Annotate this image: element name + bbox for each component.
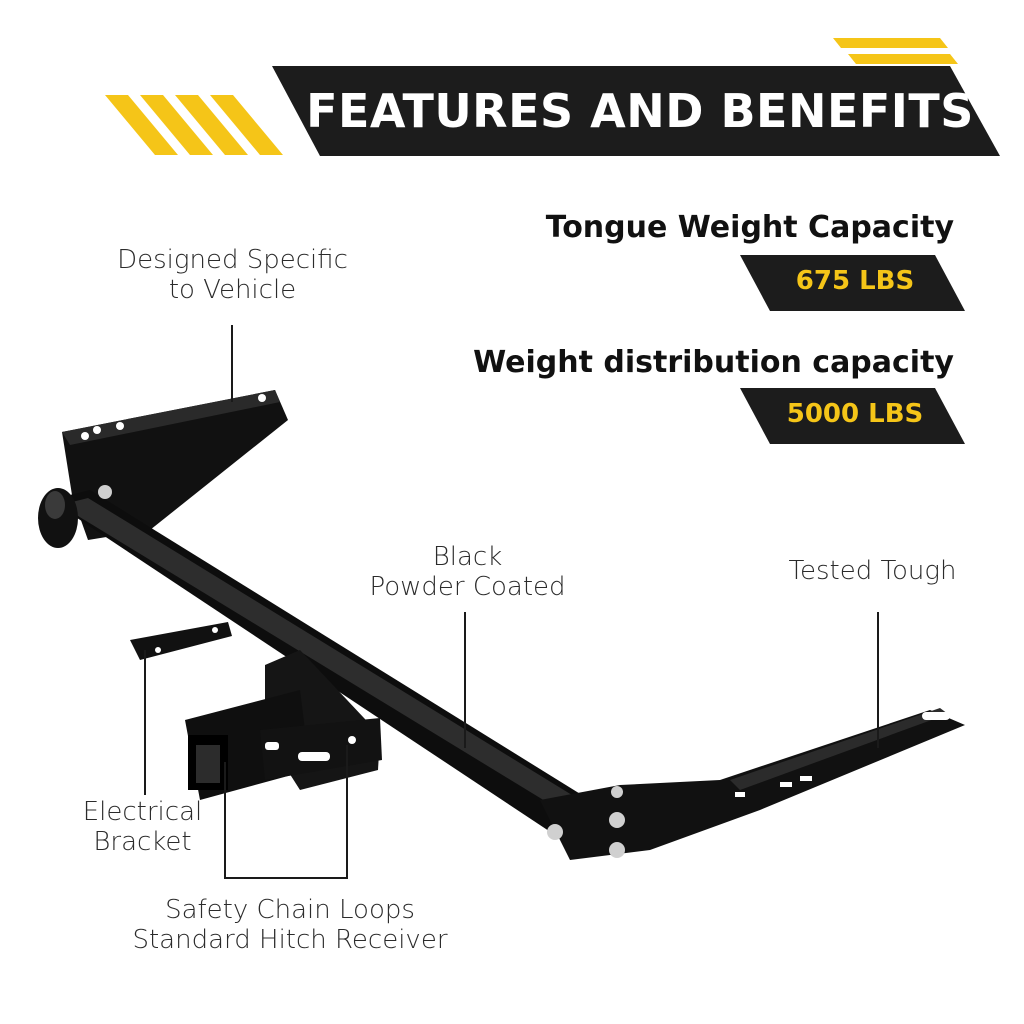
banner-graphic	[105, 38, 1000, 156]
tongue-weight-badge	[740, 255, 965, 311]
weight-distribution-badge	[740, 388, 965, 444]
tongue-weight-value: 675 LBS	[795, 266, 915, 296]
callout-line: to Vehicle	[168, 275, 297, 305]
accent-stripe	[848, 54, 958, 64]
callout-black-powder-coated: Black Powder Coated	[340, 542, 595, 602]
callout-line: Powder Coated	[369, 572, 566, 602]
accent-stripe	[140, 95, 213, 155]
accent-stripe	[833, 38, 948, 48]
weight-distribution-value: 5000 LBS	[786, 399, 924, 429]
accent-stripe	[105, 95, 178, 155]
callout-line: Tested Tough	[788, 556, 957, 586]
banner-background	[272, 66, 1000, 156]
callout-line: Electrical	[82, 797, 203, 827]
callout-tested-tough: Tested Tough	[760, 556, 985, 586]
callout-line: Black	[432, 542, 503, 572]
accent-stripe	[210, 95, 283, 155]
accent-stripe	[175, 95, 248, 155]
callout-line: Safety Chain Loops	[165, 895, 415, 925]
callout-line: Bracket	[93, 827, 192, 857]
callout-electrical-bracket: Electrical Bracket	[60, 797, 225, 857]
banner-title: FEATURES AND BENEFITS	[306, 84, 974, 138]
callout-line: Standard Hitch Receiver	[132, 925, 448, 955]
callout-safety-chain: Safety Chain Loops Standard Hitch Receiv…	[110, 895, 470, 955]
callout-line: Designed Specific	[117, 245, 348, 275]
callout-designed-specific: Designed Specific to Vehicle	[90, 245, 375, 305]
tongue-weight-label: Tongue Weight Capacity	[545, 210, 954, 245]
weight-distribution-label: Weight distribution capacity	[473, 345, 954, 380]
